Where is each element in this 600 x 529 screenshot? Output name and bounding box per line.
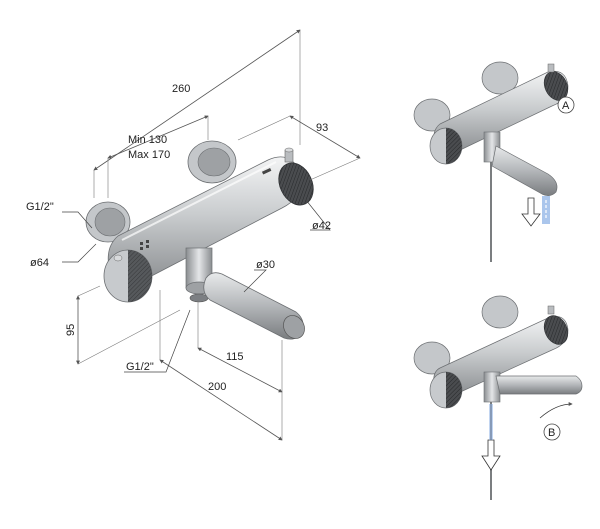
dim-depth: 93 bbox=[316, 122, 328, 134]
rotation-arrow bbox=[539, 402, 573, 419]
detail-b-faucet: B bbox=[413, 295, 583, 500]
water-arrow-b bbox=[481, 439, 501, 471]
dim-rosette-diameter: ø64 bbox=[30, 257, 49, 269]
main-faucet bbox=[85, 140, 314, 340]
left-knurled-knob bbox=[103, 249, 153, 303]
dim-knob-diameter: ø42 bbox=[312, 220, 331, 232]
dim-outlet-thread: G1/2" bbox=[126, 361, 154, 373]
dim-spout-total: 200 bbox=[208, 381, 226, 393]
dim-height: 95 bbox=[65, 324, 77, 336]
water-arrow-a bbox=[521, 197, 541, 227]
dim-inlet-thread: G1/2" bbox=[26, 201, 54, 213]
left-rosette bbox=[85, 201, 131, 243]
dim-overall-length: 260 bbox=[172, 83, 190, 95]
callout-b: B bbox=[548, 427, 555, 439]
detail-a-faucet: A bbox=[413, 61, 575, 262]
dim-center-max: Max 170 bbox=[128, 149, 170, 161]
dim-spout-diameter: ø30 bbox=[256, 259, 275, 271]
dim-spout-reach: 115 bbox=[226, 351, 244, 363]
right-rosette bbox=[187, 140, 237, 184]
dim-center-min: Min 130 bbox=[128, 134, 167, 146]
dimension-lines bbox=[62, 29, 361, 441]
callout-a: A bbox=[562, 100, 570, 112]
